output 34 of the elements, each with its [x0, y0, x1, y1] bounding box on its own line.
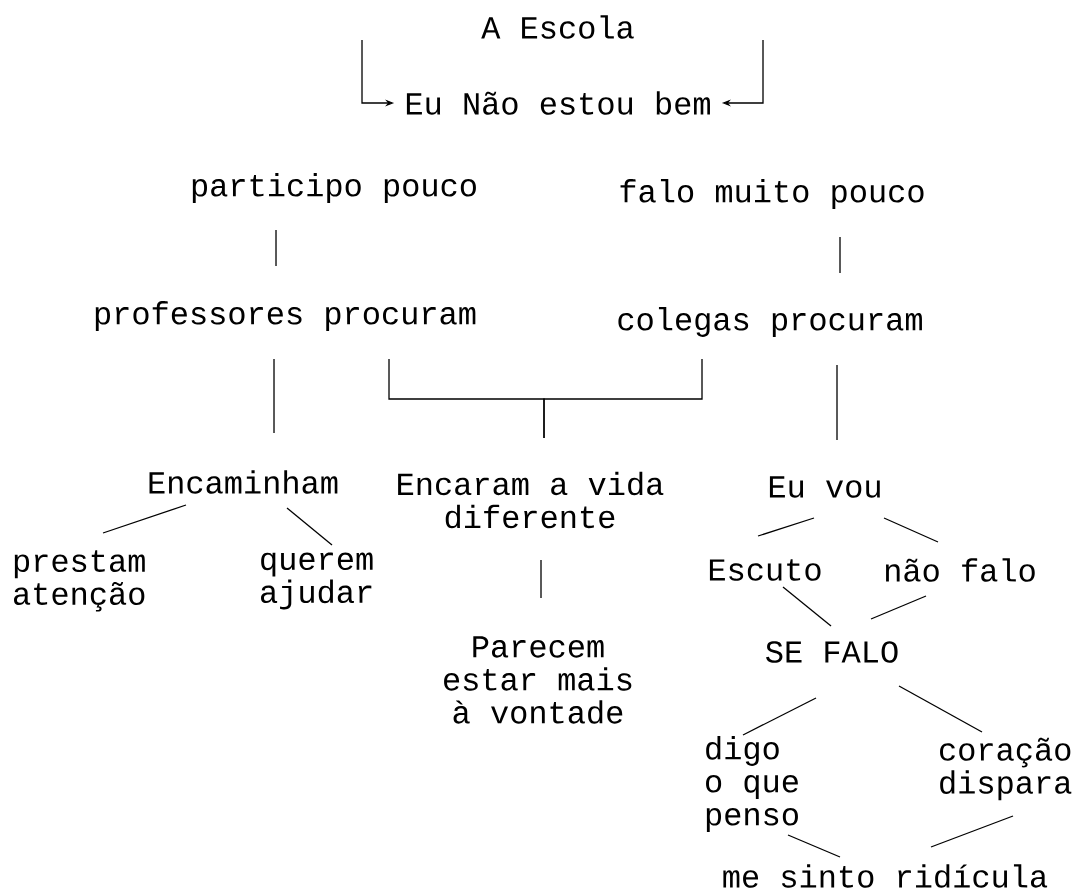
connector-line [898, 685, 983, 733]
connector-line [836, 364, 838, 441]
connector-line [275, 229, 277, 267]
node-text: falo muito pouco [620, 179, 924, 209]
bracket-connector [543, 358, 703, 439]
node-text: professores procuram [95, 301, 476, 331]
node-text: Encaminham [149, 470, 338, 494]
node-text: Eu vou [769, 476, 880, 498]
node-text: A Escola [481, 15, 634, 39]
node-text: SE FALO [766, 641, 898, 663]
connector-line [839, 236, 841, 274]
connector-line [883, 517, 939, 543]
node-text: coração dispara [940, 737, 1072, 801]
connector-line [870, 595, 927, 620]
connector-line [286, 507, 333, 546]
connector-line [742, 697, 817, 736]
node-text: não falo [886, 558, 1035, 582]
node-text: Escuto [709, 559, 821, 581]
node-text: digo o que penso [706, 736, 798, 832]
node-text: querem ajudar [261, 552, 373, 610]
connector-line [273, 358, 275, 434]
node-text: Encaram a vida diferente [398, 471, 664, 529]
node-text: Eu Não estou bem [406, 91, 710, 115]
connector-line [540, 559, 542, 599]
connector-line [757, 517, 815, 537]
node-text: Parecem estar mais à vontade [444, 636, 632, 724]
connector-line [787, 834, 841, 858]
node-text: me sinto ridícula [723, 864, 1048, 888]
connector-line [102, 504, 187, 534]
node-text: prestam atenção [14, 550, 145, 612]
node-text: participo pouco [192, 173, 476, 203]
connector-line [930, 815, 1014, 848]
node-text: colegas procuram [618, 307, 922, 337]
connector-line [782, 586, 832, 627]
